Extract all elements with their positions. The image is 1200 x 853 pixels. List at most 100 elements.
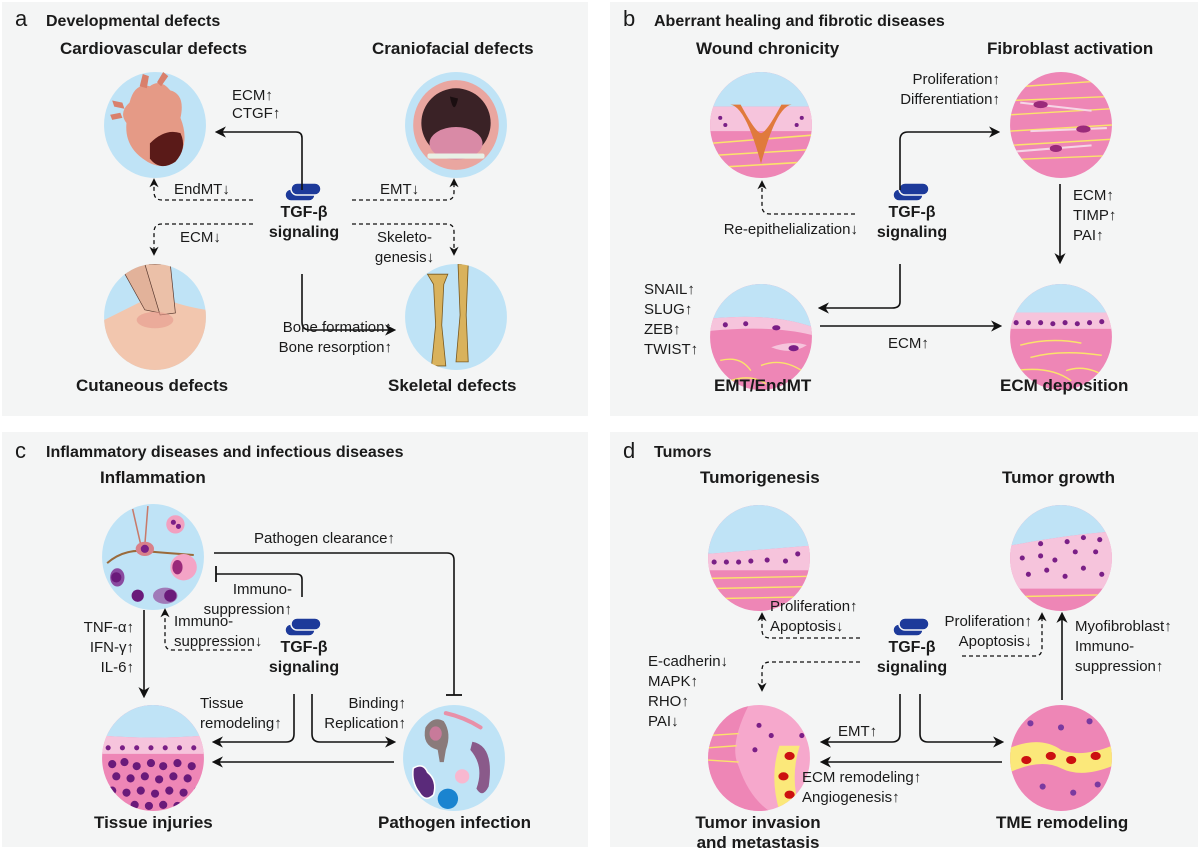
label-pai-up: PAI↑: [1073, 227, 1104, 244]
label-tnf-alpha: TNF-α↑: [83, 619, 134, 636]
tumor-invasion-illustration: [708, 705, 810, 811]
tgf-beta-icon: [892, 617, 930, 637]
node-title-fibroblast-activation: Fibroblast activation: [987, 39, 1154, 58]
node-title-ecm-deposition: ECM deposition: [1000, 376, 1129, 395]
label-ctgf-up: CTGF↑: [232, 105, 281, 122]
label-immunosuppression-down: Immuno- suppression↓: [174, 612, 262, 652]
panel-b-arrows: [757, 126, 1066, 332]
node-title-tumorigenesis: Tumorigenesis: [700, 468, 820, 487]
tgf-label-line2: signaling: [268, 659, 340, 676]
emt-illustration: [710, 284, 812, 390]
panel-title: Tumors: [654, 444, 712, 461]
label-snail: SNAIL↑: [644, 281, 695, 298]
label-binding-replication: Binding↑ Replication↑: [302, 694, 406, 734]
label-endmt-down: EndMT↓: [174, 181, 230, 198]
node-title-invasion-line1: Tumor invasion: [695, 813, 821, 832]
panel-letter: a: [15, 6, 28, 31]
pathogen-illustration: [403, 705, 505, 811]
node-title-tumor-growth: Tumor growth: [1002, 468, 1115, 487]
label-ifn-gamma: IFN-γ↑: [89, 639, 134, 656]
panel-letter: b: [623, 6, 636, 31]
node-title-craniofacial: Craniofacial defects: [372, 39, 534, 58]
node-title-skeletal: Skeletal defects: [388, 376, 517, 395]
label-proliferation-left: Proliferation↑: [770, 598, 858, 615]
inhibit-pathogen-clearance: [214, 552, 455, 695]
label-emt-down: EMT↓: [380, 181, 420, 198]
panel-title: Aberrant healing and fibrotic diseases: [654, 13, 945, 30]
mouth-illustration: [405, 72, 507, 178]
dashed-arrow-to-cardiovascular: [149, 178, 253, 201]
panel-a-arrows: [149, 126, 459, 336]
arrow-to-tissue-injuries: [211, 694, 295, 748]
dashed-arrow-to-craniofacial: [352, 178, 459, 201]
fibroblast-illustration: [1010, 72, 1112, 178]
label-rho: RHO↑: [648, 693, 689, 710]
tme-remodeling-illustration: [1010, 705, 1112, 811]
label-immuno-up-line1: Immuno-: [232, 581, 292, 598]
label-emt: EMT↑: [838, 723, 878, 740]
label-pai: PAI↓: [648, 713, 679, 730]
arrow-to-pathogen: [311, 694, 397, 748]
panel-inflammatory-infectious: c Inflammatory diseases and infectious d…: [2, 432, 588, 847]
label-bone-formation: Bone formation↑: [282, 319, 392, 336]
label-skeleto-line2: genesis↓: [374, 249, 435, 266]
label-tissue-remodeling: Tissue remodeling↑: [200, 694, 282, 734]
label-immuno-line2: suppression↑: [1075, 658, 1164, 675]
label-replication: Replication↑: [324, 715, 406, 732]
label-immuno-up-line2: suppression↑: [203, 601, 292, 618]
inhibit-immunosuppression: [216, 573, 303, 597]
bones-illustration: [405, 264, 507, 370]
tgf-beta-icon: [892, 182, 930, 202]
label-skeletogenesis: Skeleto- genesis↓: [367, 228, 442, 268]
label-immunosuppression-up: Immuno- suppression↑: [192, 580, 292, 620]
tgf-beta-icon: [284, 182, 322, 202]
label-ecm-up: ECM↑: [232, 87, 273, 104]
label-skeleto-line1: Skeleto-: [376, 229, 433, 246]
panel-letter: d: [623, 438, 636, 463]
arrow-to-cardiovascular: [214, 126, 303, 190]
tissue-injury-illustration: [102, 705, 204, 811]
label-re-epithelialization: Re-epithelialization↓: [723, 221, 858, 238]
label-ecm-bottom: ECM↑: [888, 335, 929, 352]
tgf-beta-signaling-label: TGF-β signaling: [872, 638, 952, 678]
label-immuno-line1: Immuno-: [1075, 638, 1135, 655]
tumor-growth-illustration: [1010, 505, 1112, 611]
arrow-to-fibroblast: [899, 126, 1001, 190]
node-title-wound-chronicity: Wound chronicity: [696, 39, 840, 58]
label-timp-up: TIMP↑: [1073, 207, 1117, 224]
panel-tumors: d Tumors Tumorigenesis Tumor growth: [610, 432, 1198, 852]
heart-illustration: [104, 72, 206, 178]
panel-developmental-defects: a Developmental defects Cardiovascular d…: [2, 2, 588, 416]
label-immuno-down-line2: suppression↓: [174, 633, 263, 650]
label-tissue-line2: remodeling↑: [200, 715, 282, 732]
label-differentiation: Differentiation↑: [900, 91, 1000, 108]
label-immuno-down-line1: Immuno-: [174, 613, 234, 630]
tumorigenesis-illustration: [708, 505, 810, 611]
arrow-to-invasion: [819, 694, 901, 748]
label-angiogenesis: Angiogenesis↑: [802, 789, 900, 806]
dashed-arrow-to-skeletal: [352, 223, 459, 256]
label-zeb: ZEB↑: [644, 321, 681, 338]
label-e-cadherin: E-cadherin↓: [648, 653, 729, 670]
panel-aberrant-healing: b Aberrant healing and fibrotic diseases…: [610, 2, 1198, 416]
tgf-label-line1: TGF-β: [280, 639, 328, 656]
dashed-arrow-to-tumor-growth: [962, 612, 1047, 657]
arrow-to-skeletal: [301, 274, 397, 336]
node-title-invasion-line2: and metastasis: [696, 833, 820, 852]
label-tissue-line1: Tissue: [200, 695, 244, 712]
tgf-label-line2: signaling: [876, 224, 948, 241]
node-title-emt-endmt: EMT/EndMT: [714, 376, 812, 395]
label-slug: SLUG↑: [644, 301, 693, 318]
tgf-label-line1: TGF-β: [888, 639, 936, 656]
tgf-beta-signaling-label: TGF-β signaling: [872, 203, 952, 243]
label-ecm-remodeling: ECM remodeling↑: [802, 769, 922, 786]
label-il6: IL-6↑: [100, 659, 134, 676]
tgf-beta-signaling-label: TGF-β signaling: [264, 638, 344, 678]
label-binding: Binding↑: [348, 695, 406, 712]
label-twist: TWIST↑: [644, 341, 699, 358]
tgf-label-line1: TGF-β: [888, 204, 936, 221]
tgf-label-line2: signaling: [268, 224, 340, 241]
node-title-tumor-invasion: Tumor invasion and metastasis: [688, 813, 828, 853]
dashed-arrow-to-wound: [757, 180, 855, 215]
label-pathogen-clearance: Pathogen clearance↑: [254, 530, 395, 547]
